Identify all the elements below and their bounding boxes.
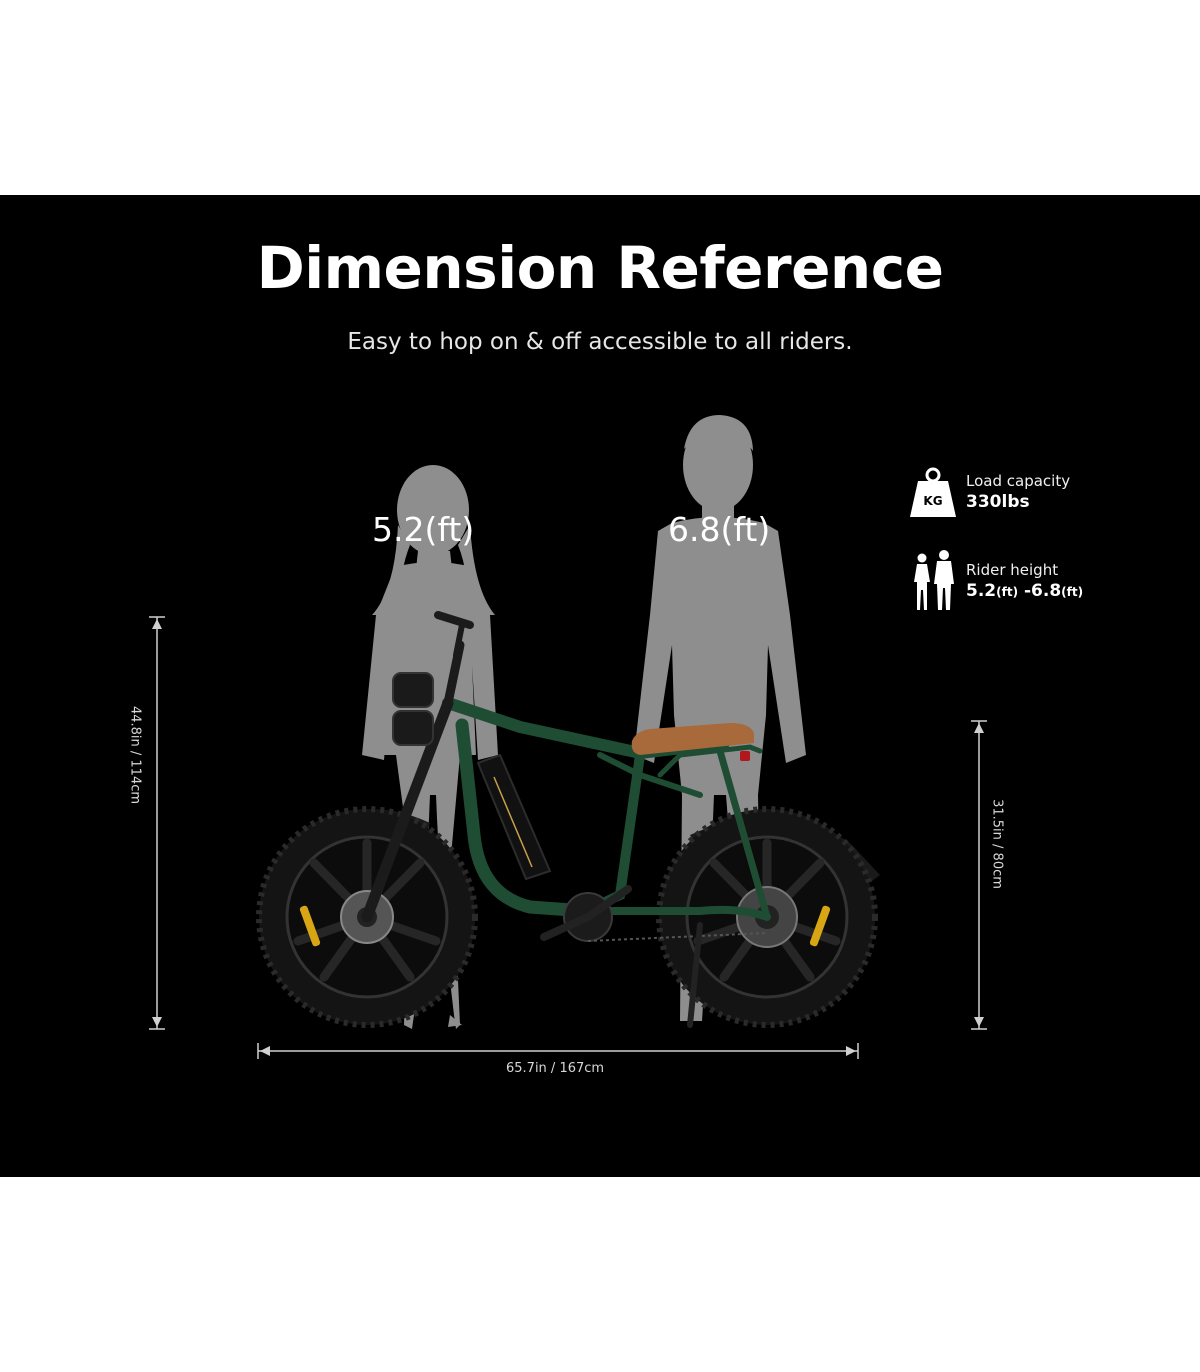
rider-height-min: 5.2 — [966, 580, 997, 601]
page-title: Dimension Reference — [256, 234, 944, 302]
man-height-label: 6.8(ft) — [668, 510, 771, 549]
overall-height-label: 44.8in / 114cm — [127, 705, 143, 805]
rider-height-spec: Rider height 5.2(ft) -6.8(ft) — [908, 550, 1083, 612]
man-silhouette — [634, 415, 806, 1021]
seat-height-label: 31.5in / 80cm — [989, 799, 1005, 889]
weight-kg-icon-label: KG — [923, 494, 942, 508]
fork — [361, 611, 474, 923]
load-capacity-label: Load capacity — [966, 472, 1071, 490]
battery — [476, 753, 552, 881]
ebike-illustration — [256, 611, 880, 1028]
length-dimension-line — [257, 1043, 859, 1059]
weight-kg-icon: KG — [910, 467, 956, 517]
load-capacity-value: 330lbs — [966, 492, 1030, 512]
dimension-panel: Dimension Reference Easy to hop on & off… — [0, 195, 1200, 1177]
page-subtitle: Easy to hop on & off accessible to all r… — [347, 329, 853, 355]
rider-height-value: 5.2(ft) -6.8(ft) — [966, 580, 1083, 603]
length-label: 65.7in / 167cm — [506, 1061, 605, 1076]
headlight — [392, 672, 434, 746]
height-dimension-line — [149, 616, 165, 1030]
rider-height-max: 6.8 — [1031, 580, 1062, 601]
rider-height-label: Rider height — [966, 560, 1059, 579]
seat-height-dimension-line — [971, 720, 987, 1030]
woman-height-label: 5.2(ft) — [372, 510, 475, 549]
rider-height-unit-max: (ft) — [1061, 584, 1084, 599]
rider-height-separator: - — [1023, 580, 1032, 601]
riders-icon — [914, 550, 954, 610]
illustration — [149, 415, 987, 1059]
load-capacity-spec: KG Load capacity 330lbs — [908, 465, 1070, 519]
drivetrain — [540, 885, 768, 942]
rider-height-unit-min: (ft) — [996, 584, 1019, 599]
seat — [631, 723, 754, 761]
